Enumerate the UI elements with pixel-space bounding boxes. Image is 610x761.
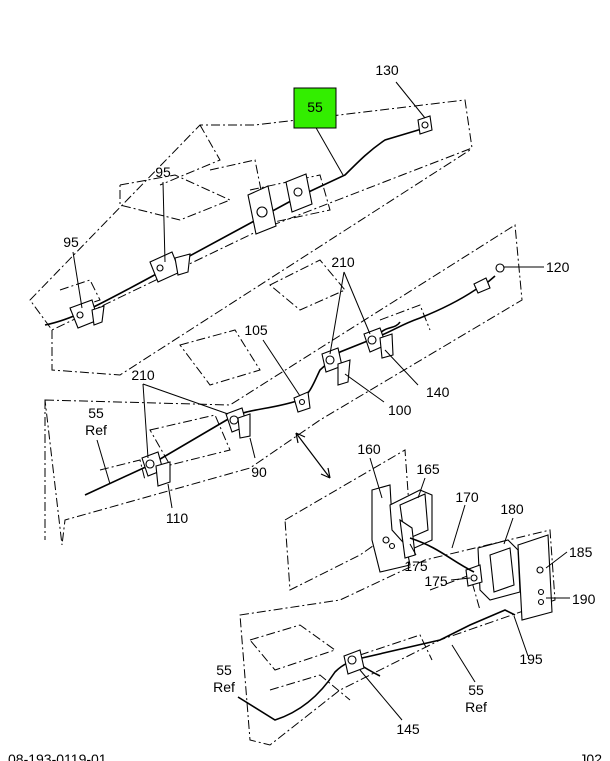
battery-box-assembly-160 <box>371 484 433 573</box>
clip-210-110 <box>141 451 171 487</box>
wire-170 <box>409 537 475 573</box>
callout-185[interactable]: 185 <box>569 544 593 560</box>
callout-210-upper[interactable]: 210 <box>331 254 355 270</box>
middle-wire-harness <box>84 281 489 496</box>
callout-105[interactable]: 105 <box>244 322 268 338</box>
callout-55-ref-c-number[interactable]: 55 <box>468 682 484 698</box>
highlight-label[interactable]: 55 <box>307 99 323 115</box>
callout-100[interactable]: 100 <box>388 402 412 418</box>
callout-110[interactable]: 110 <box>166 510 189 526</box>
callout-95-upper[interactable]: 95 <box>155 164 171 180</box>
footer: 08-193-0119-01 J02 <box>8 751 602 761</box>
callout-120[interactable]: 120 <box>546 259 570 275</box>
callout-55-ref-c-ref[interactable]: Ref <box>465 699 487 715</box>
callout-90[interactable]: 90 <box>251 464 267 480</box>
callout-175-upper[interactable]: 175 <box>404 558 428 574</box>
callout-labels: 55 130 95 95 210 120 105 140 100 210 55 … <box>63 62 595 737</box>
drawing-number: 08-193-0119-01 <box>8 751 107 761</box>
sheet-code: J02 <box>579 751 602 761</box>
callout-165[interactable]: 165 <box>416 461 440 477</box>
clip-210-90 <box>225 407 251 439</box>
callout-140[interactable]: 140 <box>426 384 450 400</box>
callout-55-ref-a-number[interactable]: 55 <box>88 405 104 421</box>
callout-95-lower[interactable]: 95 <box>63 234 79 250</box>
clip-95-lower <box>69 299 105 329</box>
upper-frame-rail <box>29 99 473 376</box>
clip-145 <box>343 649 365 675</box>
callout-195[interactable]: 195 <box>519 651 543 667</box>
highlight-box <box>293 87 337 129</box>
callout-130[interactable]: 130 <box>375 62 399 78</box>
callout-55-ref-b-number[interactable]: 55 <box>216 662 232 678</box>
bracket-upper-center <box>247 173 313 235</box>
leader-lines <box>72 81 570 721</box>
callout-55-ref-a-ref[interactable]: Ref <box>85 422 107 438</box>
view-direction-arrow <box>295 432 331 479</box>
lower-frame-rail <box>239 449 556 746</box>
clip-95-upper <box>149 251 191 283</box>
clip-130 <box>417 115 433 135</box>
callout-170[interactable]: 170 <box>455 489 479 505</box>
callout-210-lower[interactable]: 210 <box>131 367 155 383</box>
battery-box-assembly-180 <box>465 534 553 621</box>
connector-120 <box>473 263 505 294</box>
callout-55-ref-b-ref[interactable]: Ref <box>213 679 235 695</box>
callout-160[interactable]: 160 <box>357 441 381 457</box>
clip-105 <box>293 391 311 413</box>
middle-frame-rail <box>44 224 523 546</box>
callout-180[interactable]: 180 <box>500 501 524 517</box>
clip-210-100 <box>321 347 351 386</box>
callout-175-lower[interactable]: 175 <box>424 573 448 589</box>
callout-145[interactable]: 145 <box>396 721 420 737</box>
callout-190[interactable]: 190 <box>572 591 596 607</box>
